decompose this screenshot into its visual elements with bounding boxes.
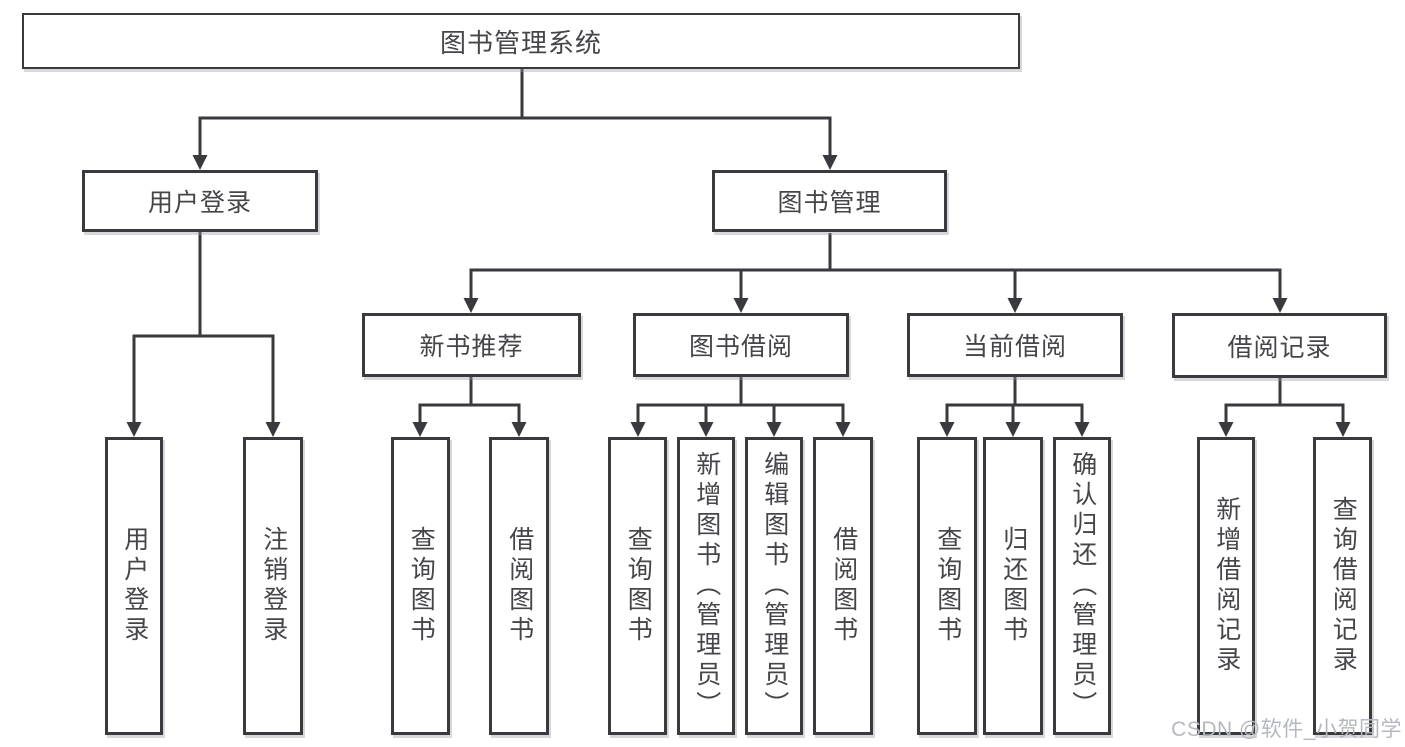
leaf-nbr-query-books: 查询图书 — [391, 437, 450, 735]
node-new-book-recommendation: 新书推荐 — [362, 313, 581, 377]
node-library-management-system: 图书管理系统 — [22, 13, 1020, 69]
leaf-cb-return-books: 归还图书 — [983, 437, 1043, 735]
leaf-bb-query-books: 查询图书 — [608, 437, 667, 735]
node-user-login: 用户登录 — [82, 170, 318, 232]
leaf-cb-query-books: 查询图书 — [917, 437, 977, 735]
leaf-br-add-record: 新增借阅记录 — [1197, 437, 1255, 735]
node-book-management: 图书管理 — [712, 170, 947, 232]
node-current-borrowing: 当前借阅 — [907, 313, 1123, 377]
leaf-br-query-record: 查询借阅记录 — [1313, 437, 1372, 735]
leaf-user-login: 用户登录 — [105, 437, 163, 735]
node-book-borrowing: 图书借阅 — [633, 313, 849, 377]
node-borrowing-records: 借阅记录 — [1172, 313, 1387, 378]
leaf-bb-add-books-admin: 新增图书（管理员） — [677, 437, 735, 735]
leaf-bb-edit-books-admin: 编辑图书（管理员） — [745, 437, 803, 735]
leaf-bb-borrow-books: 借阅图书 — [813, 437, 873, 735]
leaf-nbr-borrow-books: 借阅图书 — [489, 437, 549, 735]
csdn-watermark: CSDN @软件_小贺同学 — [1171, 718, 1402, 741]
leaf-logout: 注销登录 — [243, 437, 303, 735]
leaf-cb-confirm-return-admin: 确认归还（管理员） — [1053, 437, 1111, 735]
